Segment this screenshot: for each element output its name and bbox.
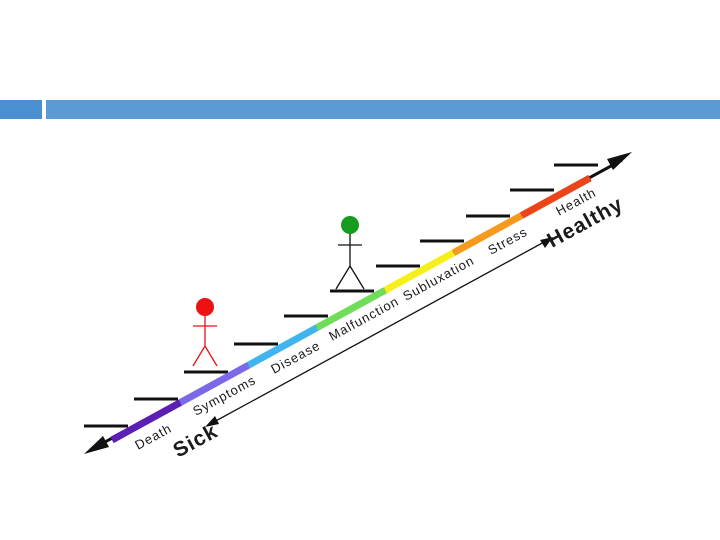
header-bar-left-block bbox=[0, 100, 42, 119]
arrowhead-icon bbox=[607, 152, 632, 170]
rainbow-segment-stress bbox=[451, 212, 524, 256]
scale-label-sick: Sick bbox=[169, 420, 221, 463]
figure-head bbox=[341, 216, 359, 234]
arrowhead-icon bbox=[205, 416, 219, 427]
rainbow-segment-subluxation bbox=[383, 249, 456, 294]
rainbow-segment-malfunction bbox=[315, 287, 387, 331]
stick-figure-icon bbox=[335, 216, 365, 290]
arrowhead-icon bbox=[540, 237, 553, 248]
rainbow-segment-disease bbox=[246, 324, 319, 369]
rainbow-scale bbox=[110, 174, 592, 444]
rainbow-segment-death bbox=[110, 399, 182, 444]
stair-steps bbox=[84, 163, 598, 428]
rainbow-segment-health bbox=[520, 174, 592, 219]
arrowhead-icon bbox=[84, 436, 109, 454]
figure-head bbox=[196, 298, 214, 316]
header-bar bbox=[46, 100, 720, 119]
rainbow-segment-symptoms bbox=[178, 362, 251, 406]
scale-arrow-line bbox=[211, 240, 547, 424]
stick-figure-icon bbox=[192, 298, 218, 367]
